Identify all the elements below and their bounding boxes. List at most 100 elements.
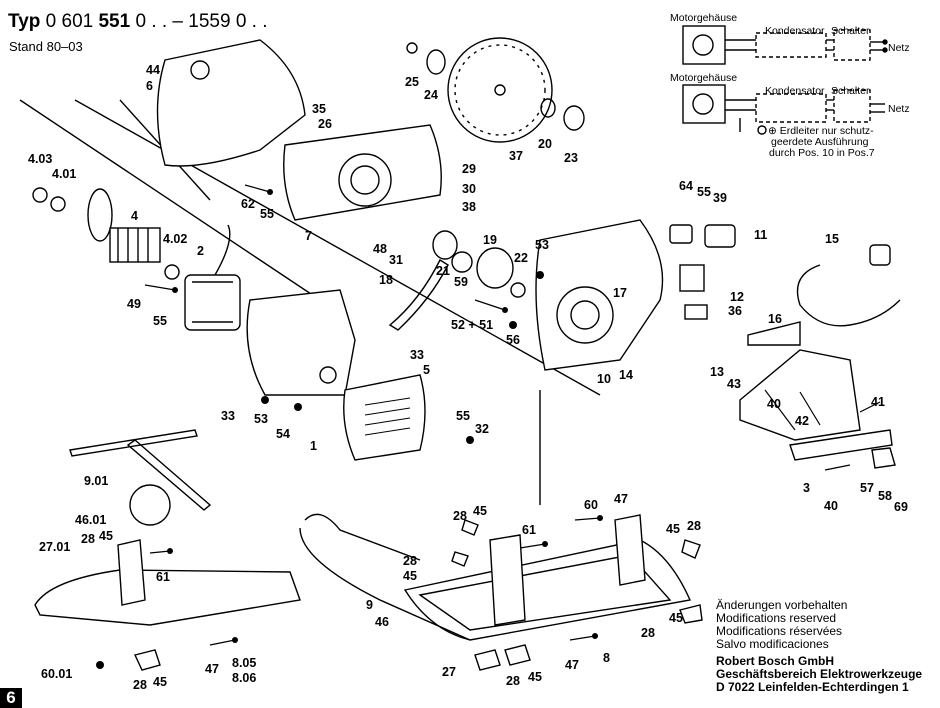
wiring-diagram-top	[682, 25, 888, 65]
callout-60: 60	[584, 498, 598, 512]
callout-25: 25	[405, 75, 419, 89]
screw-49	[144, 284, 176, 291]
bearing-22	[510, 282, 526, 298]
callout-48: 48	[373, 242, 387, 256]
callout-41: 41	[871, 395, 885, 409]
wing-nut-28	[681, 539, 701, 559]
motor-housing	[246, 289, 356, 396]
type-number-c: 0 . . – 1559 0 . .	[135, 11, 268, 32]
callout-14: 14	[619, 368, 633, 382]
wiring-note-line-1: ⊕ Erdleiter nur schutz-	[768, 125, 874, 137]
page-marker: 6	[0, 688, 22, 708]
capacitor	[679, 264, 705, 292]
callout-61: 61	[522, 523, 536, 537]
callout-8: 8	[603, 651, 610, 665]
guide-rail	[304, 513, 421, 561]
bracket-plate	[789, 429, 893, 461]
type-number-a: 0 601	[45, 11, 94, 32]
callout-13: 13	[710, 365, 724, 379]
type-heading: Typ 0 601 551 0 . . – 1559 0 . .	[8, 12, 268, 31]
wiring-label-switch-1: Schalter	[831, 25, 870, 37]
blade-clamping-nut	[563, 105, 585, 131]
callout-60-01: 60.01	[41, 667, 73, 681]
callout-47-old: 47	[205, 662, 219, 676]
callout-43: 43	[727, 377, 741, 391]
power-cable	[796, 264, 901, 327]
callout-45-b: 45	[666, 522, 680, 536]
riving-knife-bracket	[739, 349, 861, 441]
callout-62: 62	[241, 197, 255, 211]
clamp-lever-28	[504, 644, 531, 666]
callout-59: 59	[454, 275, 468, 289]
callout-45-a: 45	[473, 504, 487, 518]
callout-19: 19	[483, 233, 497, 247]
callout-10: 10	[597, 372, 611, 386]
callout-57: 57	[860, 481, 874, 495]
stand-date: Stand 80–03	[9, 39, 83, 54]
switch	[704, 224, 736, 248]
company-address: D 7022 Leinfelden-Echterdingen 1	[716, 680, 909, 694]
adjusting-knob	[129, 484, 171, 526]
callout-56: 56	[506, 333, 520, 347]
callout-27-01: 27.01	[39, 540, 71, 554]
callout-37: 37	[509, 149, 523, 163]
screw-41	[859, 401, 881, 413]
callout-46-01: 46.01	[75, 513, 107, 527]
callout-28-c: 28	[403, 554, 417, 568]
callout-4-02: 4.02	[163, 232, 188, 246]
callout-4-03: 4.03	[28, 152, 53, 166]
callout-55-b: 55	[260, 207, 274, 221]
callout-39: 39	[713, 191, 727, 205]
bearing-4-03	[32, 187, 48, 203]
callout-38: 38	[462, 200, 476, 214]
callout-17: 17	[613, 286, 627, 300]
wing-nut-28-top	[461, 519, 479, 536]
bevel-bracket-right	[614, 514, 646, 586]
callout-28-a: 28	[453, 509, 467, 523]
bearing-seat	[338, 153, 392, 207]
screw-47-new	[569, 635, 596, 641]
callout-31: 31	[389, 253, 403, 267]
handle-cover	[343, 374, 426, 461]
callout-11: 11	[754, 228, 768, 242]
bearing-4-02	[164, 264, 180, 280]
callout-2: 2	[197, 244, 204, 258]
parallel-guide	[69, 429, 212, 511]
wiring-label-mains-2: Netz	[888, 103, 910, 115]
bevel-bracket-old	[117, 539, 146, 606]
screw-40	[764, 389, 796, 431]
screw-60	[574, 517, 601, 521]
callout-28-old-a: 28	[81, 532, 95, 546]
callout-7: 7	[305, 229, 312, 243]
callout-55-d: 55	[456, 409, 470, 423]
callout-55-a: 55	[153, 314, 167, 328]
upper-blade-guard	[156, 39, 306, 167]
callout-52-51: 52 + 51	[451, 318, 494, 332]
wiring-note-line-3: durch Pos. 10 in Pos.7	[769, 147, 875, 159]
callout-47-b: 47	[565, 658, 579, 672]
armature	[87, 188, 161, 263]
callout-42: 42	[795, 414, 809, 428]
screw-62	[244, 184, 271, 193]
notice-line-de: Änderungen vorbehalten	[716, 598, 848, 612]
callout-9-01: 9.01	[84, 474, 109, 488]
callout-28-e: 28	[506, 674, 520, 688]
company-name: Robert Bosch GmbH	[716, 654, 835, 668]
screw-47-old	[209, 639, 236, 646]
callout-36: 36	[728, 304, 742, 318]
callout-33-b: 33	[221, 409, 235, 423]
cable-sleeve	[747, 321, 801, 346]
callout-45-old-b: 45	[153, 675, 167, 689]
callout-8-05: 8.05	[232, 656, 257, 670]
wiring-label-switch-2: Schalter	[831, 85, 870, 97]
callout-26: 26	[318, 117, 332, 131]
wiring-label-capacitor-2: Kondensator	[765, 85, 825, 97]
callout-40-b: 40	[824, 499, 838, 513]
brush-holder	[669, 224, 693, 244]
wiring-label-capacitor-1: Kondensator	[765, 25, 825, 37]
callout-28-d: 28	[641, 626, 655, 640]
bearing-21	[432, 230, 458, 260]
screw-40-lower	[824, 464, 851, 471]
field-coil	[184, 224, 241, 331]
